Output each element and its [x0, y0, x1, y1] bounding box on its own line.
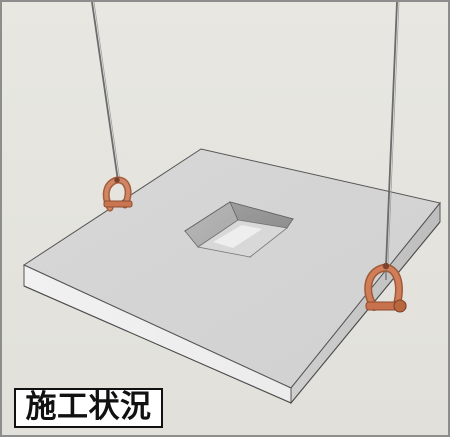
- right-lifting-cable: [385, 2, 400, 267]
- square-opening: [183, 201, 295, 258]
- caption-box: 施工状況: [14, 388, 163, 428]
- left-shackle: [102, 176, 133, 212]
- right-shackle: [364, 262, 407, 313]
- concrete-slab: [22, 148, 441, 405]
- caption-text: 施工状況: [25, 388, 152, 425]
- left-lifting-cable: [91, 2, 121, 182]
